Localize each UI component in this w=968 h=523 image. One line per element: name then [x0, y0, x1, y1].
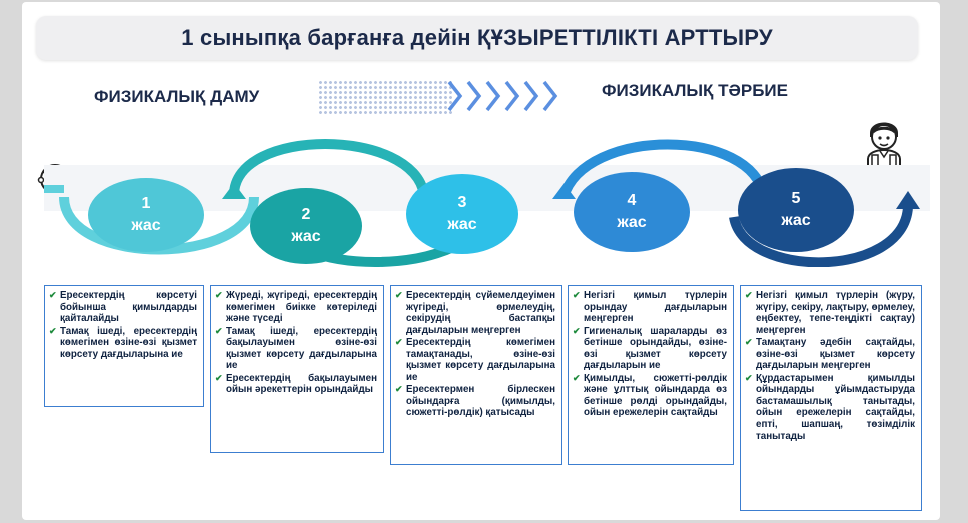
stage-circle-1: 1 жас	[88, 178, 204, 252]
stage-number: 5	[791, 190, 801, 208]
heading-physical-education: ФИЗИКАЛЫҚ ТӘРБИЕ	[602, 81, 788, 100]
list-item: Ересектердің сүйемелдеуімен жүгіреді, өр…	[395, 290, 555, 336]
stage-box-4: Негізгі қимыл түрлерін орындау дағдылары…	[568, 285, 734, 465]
stage-number: 3	[457, 194, 467, 212]
list-item: Негізгі қимыл түрлерін (жүру, жүгіру, се…	[745, 290, 915, 336]
list-item: Ересектердің көмегімен тамақтанады, өзін…	[395, 337, 555, 383]
chevron-arrows	[446, 78, 559, 114]
list-item: Тамақ ішеді, ересектердің бақылауымен өз…	[215, 326, 377, 372]
chevron-right-icon	[523, 80, 539, 112]
list-item: Қимылды, сюжетті-рөлдік және ұлттық ойын…	[573, 373, 727, 419]
stage-box-2: Жүреді, жүгіреді, ересектердің көмегімен…	[210, 285, 384, 453]
list-item: Жүреді, жүгіреді, ересектердің көмегімен…	[215, 290, 377, 325]
stage-number: 2	[301, 206, 311, 224]
chevron-right-icon	[447, 80, 463, 112]
chevron-right-icon	[466, 80, 482, 112]
stage-box-1: Ересектердің көрсетуі бойынша қимылдарды…	[44, 285, 204, 407]
stage-label: жас	[617, 214, 647, 231]
list-item: Тамақ ішеді, ересектердің көмегімен өзін…	[49, 326, 197, 361]
stage-circle-2: 2 жас	[250, 188, 362, 264]
stage-circle-3: 3 жас	[406, 174, 518, 254]
list-item: Ересектердің бақылауымен ойын әрекеттері…	[215, 373, 377, 396]
stage-label: жас	[781, 212, 811, 229]
stage-circle-4: 4 жас	[574, 172, 690, 252]
list-item: Ересектердің көрсетуі бойынша қимылдарды…	[49, 290, 197, 325]
list-item: Құрдастарымен қимылды ойындарды ұйымдаст…	[745, 373, 915, 442]
chevron-right-icon	[504, 80, 520, 112]
stage-label: жас	[291, 228, 321, 245]
heading-physical-development: ФИЗИКАЛЫҚ ДАМУ	[94, 87, 260, 106]
list-item: Гигиеналық шараларды өз бетінше орындайд…	[573, 326, 727, 372]
stage-box-5: Негізгі қимыл түрлерін (жүру, жүгіру, се…	[740, 285, 922, 511]
chevron-right-icon	[542, 80, 558, 112]
chevron-right-icon	[485, 80, 501, 112]
list-item: Ересектермен бірлескен ойындарға (қимылд…	[395, 384, 555, 419]
slide: 1 сыныпқа барғанға дейін ҚҰЗЫРЕТТІЛІКТІ …	[22, 2, 940, 520]
stage-number: 4	[627, 192, 637, 210]
stage-label: жас	[131, 217, 161, 234]
stage-label: жас	[447, 216, 477, 233]
stage-number: 1	[141, 195, 151, 213]
stage-box-3: Ересектердің сүйемелдеуімен жүгіреді, өр…	[390, 285, 562, 465]
title-banner: 1 сыныпқа барғанға дейін ҚҰЗЫРЕТТІЛІКТІ …	[36, 16, 918, 60]
dotted-pattern	[318, 80, 452, 114]
stage-circle-5: 5 жас	[738, 168, 854, 252]
list-item: Тамақтану әдебін сақтайды, өзіне-өзі қыз…	[745, 337, 915, 372]
slide-title: 1 сыныпқа барғанға дейін ҚҰЗЫРЕТТІЛІКТІ …	[181, 25, 773, 50]
list-item: Негізгі қимыл түрлерін орындау дағдылары…	[573, 290, 727, 325]
